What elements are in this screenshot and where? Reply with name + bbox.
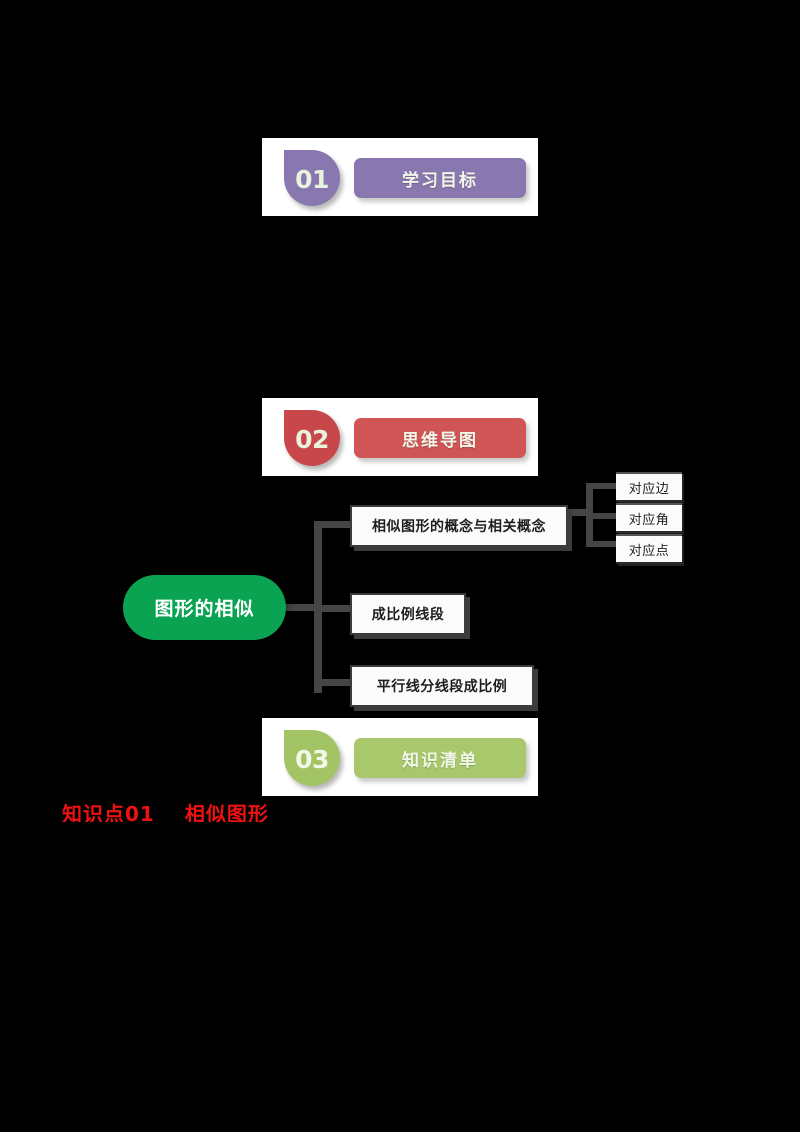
mindmap-diagram: 图形的相似 相似图形的概念与相关概念 成比例线段 平行线分线段成比例 对应边 对…: [110, 465, 690, 715]
section-badge-02: 02: [284, 410, 340, 466]
section-badge-03: 03: [284, 730, 340, 786]
section-title-bar-03: 知识清单: [354, 738, 526, 778]
section-title-text-02: 思维导图: [402, 430, 478, 451]
knowledge-point-annotation: 知识点01 相似图形: [62, 800, 322, 822]
section-header-03: 03 知识清单: [262, 718, 538, 796]
section-title-bar-02: 思维导图: [354, 418, 526, 458]
mindmap-leaf-node-1: 对应边: [616, 472, 682, 502]
mindmap-root-label: 图形的相似: [154, 598, 255, 620]
mindmap-branch-label-1: 相似图形的概念与相关概念: [372, 519, 546, 535]
connector-sub-stub: [566, 509, 590, 516]
section-title-text-03: 知识清单: [402, 750, 478, 771]
connector-branch-2: [314, 605, 354, 612]
section-title-text-01: 学习目标: [402, 170, 478, 191]
mindmap-branch-node-2: 成比例线段: [350, 593, 466, 635]
connector-leaf-1: [586, 483, 618, 489]
mindmap-leaf-node-2: 对应角: [616, 503, 682, 533]
annotation-part-1: 知识点01: [62, 802, 155, 822]
connector-branch-1: [314, 521, 354, 528]
mindmap-branch-label-3: 平行线分线段成比例: [376, 679, 508, 695]
annotation-part-2: 相似图形: [184, 802, 269, 822]
section-badge-number-03: 03: [295, 744, 329, 774]
section-header-01: 01 学习目标: [262, 138, 538, 216]
connector-leaf-2: [586, 513, 618, 519]
mindmap-leaf-label-2: 对应角: [628, 512, 670, 528]
mindmap-branch-label-2: 成比例线段: [371, 607, 445, 623]
section-badge-number-02: 02: [295, 424, 329, 454]
mindmap-leaf-label-3: 对应点: [628, 543, 670, 559]
mindmap-branch-node-3: 平行线分线段成比例: [350, 665, 534, 707]
connector-branch-3: [314, 679, 354, 686]
connector-root-stub: [286, 604, 320, 611]
mindmap-leaf-node-3: 对应点: [616, 534, 682, 564]
section-header-02: 02 思维导图: [262, 398, 538, 476]
mindmap-root-node: 图形的相似: [123, 575, 286, 640]
mindmap-leaf-label-1: 对应边: [628, 481, 670, 497]
connector-leaf-3: [586, 541, 618, 547]
mindmap-branch-node-1: 相似图形的概念与相关概念: [350, 505, 568, 547]
section-badge-number-01: 01: [295, 164, 329, 194]
section-badge-01: 01: [284, 150, 340, 206]
section-title-bar-01: 学习目标: [354, 158, 526, 198]
